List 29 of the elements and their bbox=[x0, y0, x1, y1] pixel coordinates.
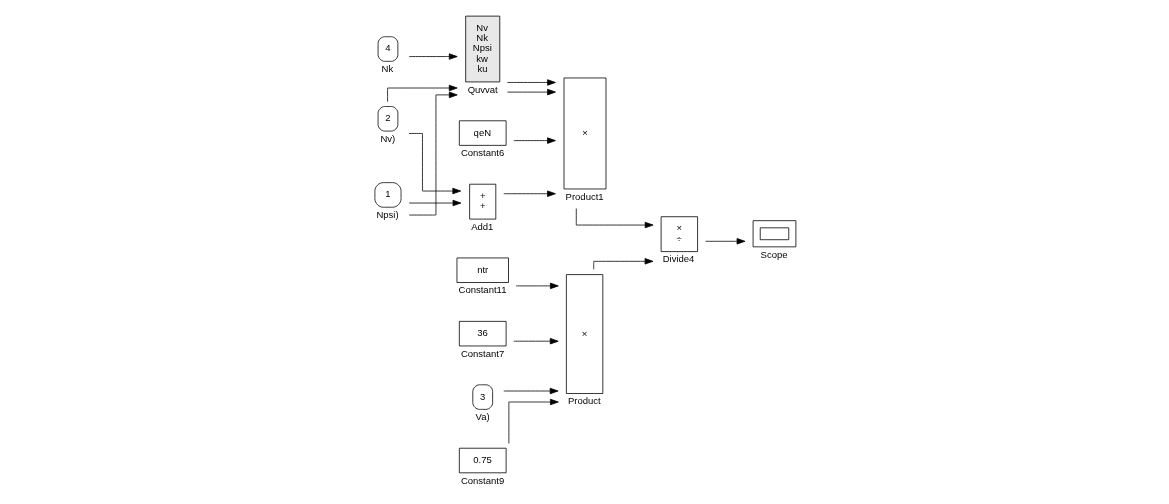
node-label: Constant6 bbox=[460, 147, 504, 159]
arrow bbox=[506, 79, 556, 86]
node-label: Constant9 bbox=[460, 474, 504, 486]
arrow bbox=[515, 282, 559, 290]
arrow bbox=[506, 88, 556, 96]
node-label: Divide4 bbox=[662, 253, 694, 265]
node-label: Nk bbox=[381, 63, 393, 75]
node-label: Nv) bbox=[379, 132, 395, 144]
node-label: Constant11 bbox=[458, 284, 506, 296]
node-label: Va) bbox=[475, 411, 490, 423]
arrow bbox=[502, 387, 558, 395]
node-label: Add1 bbox=[470, 220, 493, 232]
arrow bbox=[408, 199, 461, 207]
node-label: Constant7 bbox=[460, 347, 504, 359]
arrow bbox=[512, 338, 559, 345]
arrow bbox=[408, 91, 458, 216]
arrow bbox=[512, 137, 556, 144]
node-label: Npsi) bbox=[375, 208, 399, 220]
node-label: Product bbox=[567, 395, 601, 407]
arrow bbox=[508, 398, 559, 444]
node-label: Quvvat bbox=[467, 83, 498, 95]
arrow bbox=[502, 190, 556, 197]
node-label: Product1 bbox=[565, 190, 604, 202]
node-label: Scope bbox=[760, 248, 788, 260]
arrow bbox=[408, 53, 458, 60]
arrow bbox=[575, 208, 653, 229]
arrow bbox=[592, 258, 653, 270]
arrow bbox=[408, 133, 461, 195]
arrow bbox=[704, 238, 745, 245]
